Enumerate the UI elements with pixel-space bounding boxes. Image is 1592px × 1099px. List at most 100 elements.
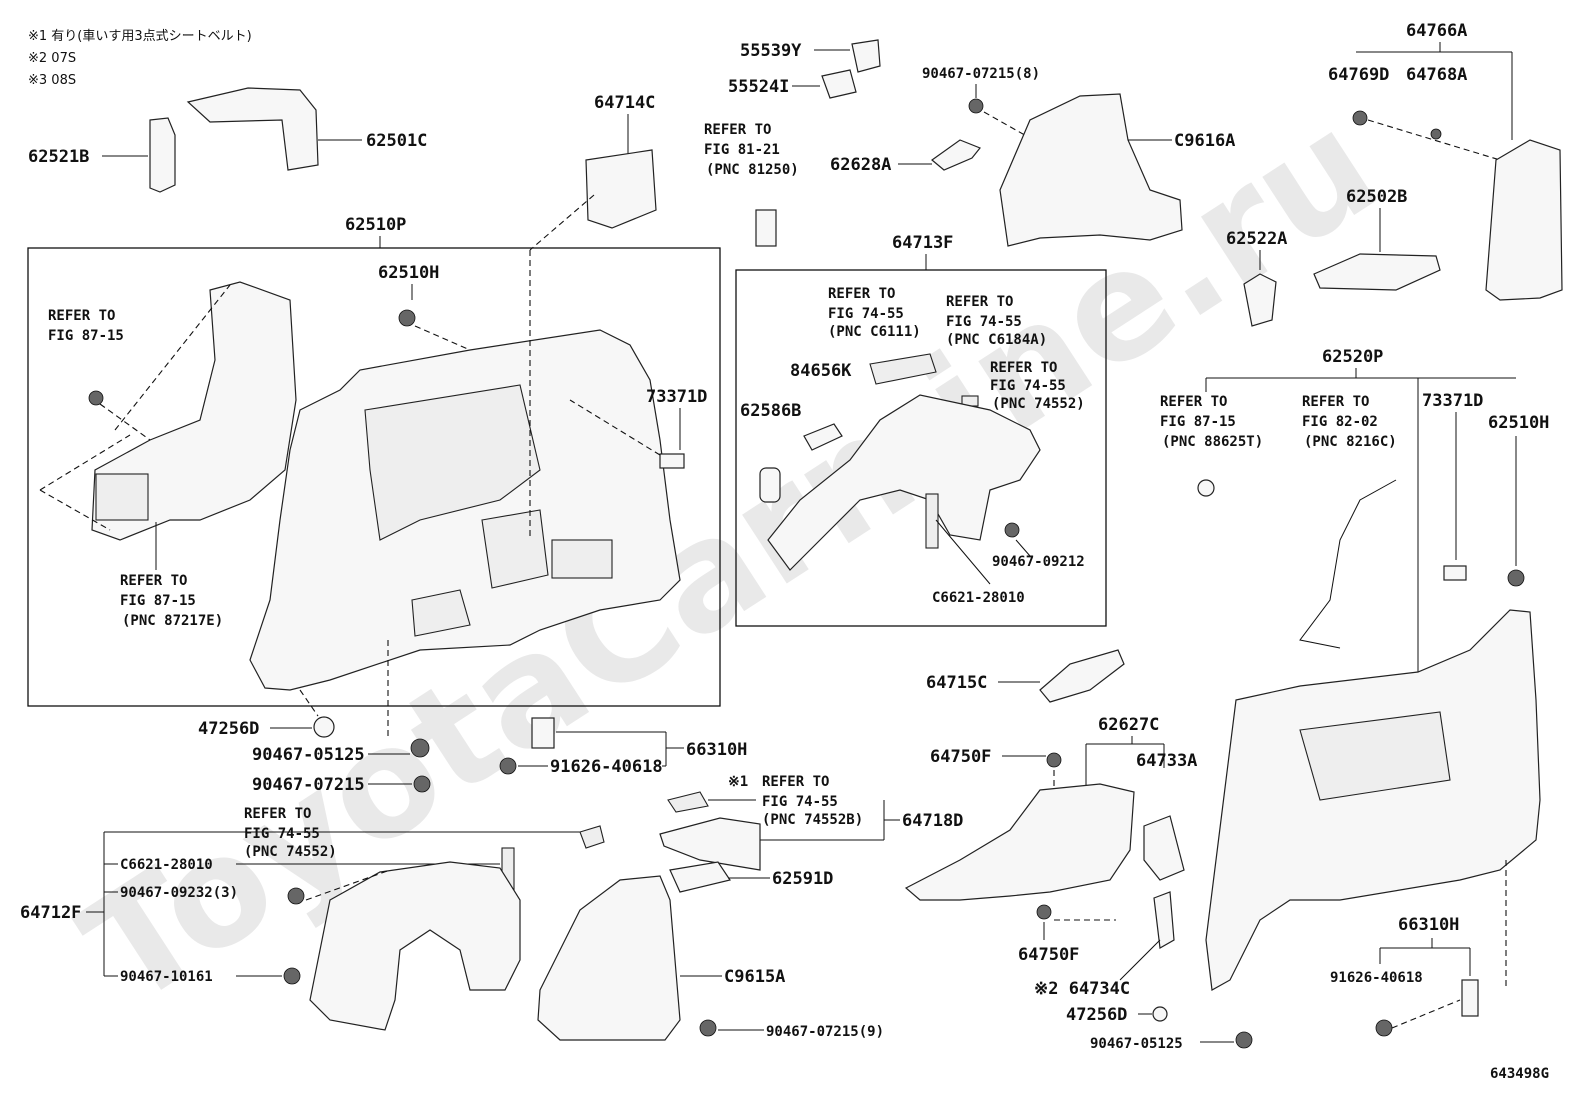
label-90467-07215-9[interactable]: 90467-07215(9) [766,1024,884,1040]
label-91626-40618-b[interactable]: 91626-40618 [1330,970,1423,986]
label-62510H-b[interactable]: 62510H [1488,413,1549,433]
part-66310H-a[interactable] [531,717,555,749]
clip-90467-07215-8[interactable] [968,98,984,114]
label-refc-1[interactable]: REFER TO [990,360,1057,376]
label-C9616A[interactable]: C9616A [1174,131,1235,151]
part-64733A[interactable] [1143,815,1185,881]
label-64768A[interactable]: 64768A [1406,65,1467,85]
label-62520P[interactable]: 62520P [1322,347,1383,367]
label-62501C[interactable]: 62501C [366,131,427,151]
part-62520P-trim[interactable] [1205,609,1541,991]
clip-90467-07215[interactable] [413,775,431,793]
label-90467-05125-a[interactable]: 90467-05125 [252,745,365,765]
label-refa-3[interactable]: (PNC C6111) [828,324,921,340]
clip-62510H-b[interactable] [1507,569,1525,587]
label-62591D[interactable]: 62591D [772,869,833,889]
label-73371D-b[interactable]: 73371D [1422,391,1483,411]
label-91626-40618-a[interactable]: 91626-40618 [550,757,663,777]
label-62510H-a[interactable]: 62510H [378,263,439,283]
label-refb-3[interactable]: (PNC C6184A) [946,332,1047,348]
part-64715C[interactable] [1039,649,1125,703]
part-64712F-wheelhouse[interactable] [309,861,521,1031]
label-ref81-1[interactable]: REFER TO [704,122,771,138]
label-64712F[interactable]: 64712F [20,903,81,923]
part-84656K[interactable] [803,423,843,451]
label-90467-05125-b[interactable]: 90467-05125 [1090,1036,1183,1052]
label-refe-3[interactable]: (PNC 74552) [244,844,337,860]
part-64714C[interactable] [585,149,657,229]
label-62627C[interactable]: 62627C [1098,715,1159,735]
label-refl1-1[interactable]: REFER TO [48,308,115,324]
clip-90467-05125-a[interactable] [410,738,430,758]
label-62521B[interactable]: 62521B [28,147,89,167]
label-90467-09232-3[interactable]: 90467-09232(3) [120,885,238,901]
label-refa-2[interactable]: FIG 74-55 [828,306,904,322]
label-55539Y[interactable]: 55539Y [740,41,802,61]
part-62502B[interactable] [1313,253,1441,291]
part-64718D[interactable] [659,817,761,871]
part-73371D-a[interactable] [659,453,685,469]
clip-64769D[interactable] [1352,110,1368,126]
label-64733A[interactable]: 64733A [1136,751,1197,771]
label-90467-09212[interactable]: 90467-09212 [992,554,1085,570]
label-refa-1[interactable]: REFER TO [828,286,895,302]
label-62586B[interactable]: 62586B [740,401,801,421]
part-62591D[interactable] [669,861,731,893]
label-refd-0[interactable]: ※1 [728,774,748,790]
label-64718D[interactable]: 64718D [902,811,963,831]
label-62510P[interactable]: 62510P [345,215,406,235]
part-8216C-harness[interactable] [1299,479,1397,649]
label-90467-10161[interactable]: 90467-10161 [120,969,213,985]
label-refb-2[interactable]: FIG 74-55 [946,314,1022,330]
label-refl2-2[interactable]: FIG 87-15 [120,593,196,609]
clip-64768A[interactable] [1430,128,1442,140]
part-64713F[interactable] [767,394,1041,571]
part-64766A[interactable] [1485,139,1563,301]
clip-91626-40618-a[interactable] [499,757,517,775]
label-C6621-28010-a[interactable]: C6621-28010 [932,590,1025,606]
clip-90467-09232[interactable] [287,887,305,905]
label-64734C[interactable]: ※2 64734C [1034,979,1130,999]
label-C6621-28010-b[interactable]: C6621-28010 [120,857,213,873]
label-refd-3[interactable]: (PNC 74552B) [762,812,863,828]
label-refr2-2[interactable]: FIG 82-02 [1302,414,1378,430]
label-refe-1[interactable]: REFER TO [244,806,311,822]
label-ref81-3[interactable]: (PNC 81250) [706,162,799,178]
clip-90467-05125-b[interactable] [1235,1031,1253,1049]
label-refr1-3[interactable]: (PNC 88625T) [1162,434,1263,450]
part-88625T[interactable] [1197,479,1215,497]
clip-90467-09212[interactable] [1004,522,1020,538]
part-64734C[interactable] [1153,891,1175,949]
part-47256D-b[interactable] [1152,1006,1168,1022]
label-66310H-a[interactable]: 66310H [686,740,747,760]
clip-64750F-b[interactable] [1036,904,1052,920]
label-refr2-1[interactable]: REFER TO [1302,394,1369,410]
part-62501C[interactable] [186,87,319,171]
part-quarter-panel[interactable] [249,329,681,691]
label-47256D-a[interactable]: 47256D [198,719,259,739]
clip-90467-10161[interactable] [283,967,301,985]
part-C9616A[interactable] [999,93,1183,247]
label-refd-2[interactable]: FIG 74-55 [762,794,838,810]
label-C9615A[interactable]: C9615A [724,967,785,987]
label-refr1-1[interactable]: REFER TO [1160,394,1227,410]
label-84656K[interactable]: 84656K [790,361,852,381]
label-64714C[interactable]: 64714C [594,93,655,113]
label-refr2-3[interactable]: (PNC 8216C) [1304,434,1397,450]
label-refd-1[interactable]: REFER TO [762,774,829,790]
label-47256D-b[interactable]: 47256D [1066,1005,1127,1025]
label-64713F[interactable]: 64713F [892,233,953,253]
label-refc-2[interactable]: FIG 74-55 [990,378,1066,394]
label-ref81-2[interactable]: FIG 81-21 [704,142,780,158]
label-refl2-1[interactable]: REFER TO [120,573,187,589]
label-90467-07215[interactable]: 90467-07215 [252,775,365,795]
clip-91626-40618-b[interactable] [1375,1019,1393,1037]
label-62502B[interactable]: 62502B [1346,187,1407,207]
label-66310H-b[interactable]: 66310H [1398,915,1459,935]
label-64750F-a[interactable]: 64750F [930,747,991,767]
label-62522A[interactable]: 62522A [1226,229,1287,249]
label-refe-2[interactable]: FIG 74-55 [244,826,320,842]
part-62586B[interactable] [759,467,781,503]
clip-62510H-a[interactable] [398,309,416,327]
label-refl1-2[interactable]: FIG 87-15 [48,328,124,344]
